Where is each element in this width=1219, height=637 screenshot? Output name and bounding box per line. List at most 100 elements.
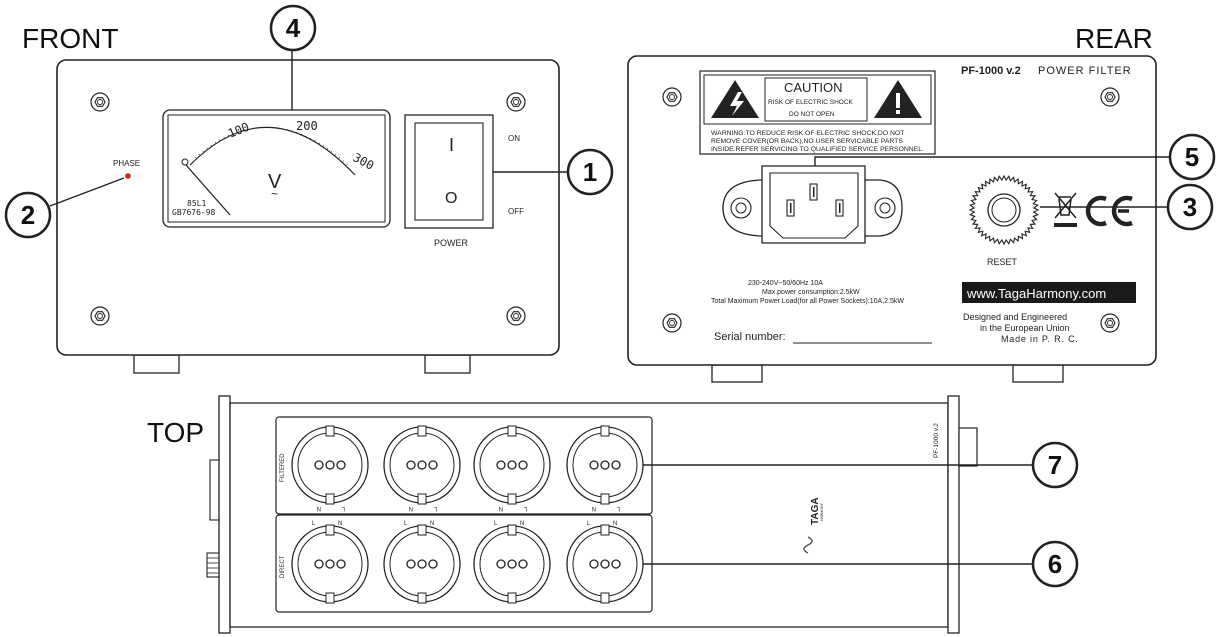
switch-on-label: ON <box>508 134 520 143</box>
top-view: FILTERED DIRECT L N L N L N L N L N L N … <box>206 395 978 634</box>
caution-label: CAUTION RISK OF ELECTRIC SHOCK DO NOT OP… <box>699 70 936 155</box>
phase-led <box>125 173 131 179</box>
rear-foot-left <box>711 364 763 383</box>
warning-line3: INSIDE.REFER SERVICING TO QUALIFIED SERV… <box>711 146 924 153</box>
screw-icon <box>662 87 682 107</box>
top-inlet-side <box>958 427 978 467</box>
callout-number: 2 <box>21 200 35 230</box>
rear-title: POWER FILTER <box>1038 65 1132 77</box>
serial-label: Serial number: <box>714 331 786 343</box>
l-marker: L <box>341 505 345 511</box>
brand-text: TAGA <box>810 497 821 525</box>
l-marker: L <box>433 505 437 511</box>
front-foot-left <box>133 354 180 374</box>
callout-number: 6 <box>1048 549 1062 579</box>
iec-power-inlet <box>722 165 903 244</box>
screw-icon <box>1100 87 1120 107</box>
ce-mark-icon <box>1085 195 1133 227</box>
rear-foot-right <box>1012 364 1064 383</box>
top-model-label: PF-1000 v.2 <box>933 423 940 458</box>
switch-off-label: OFF <box>508 207 524 216</box>
filtered-socket[interactable] <box>291 425 369 505</box>
callout-5: 5 <box>1168 133 1216 181</box>
callout-number: 7 <box>1048 450 1062 480</box>
phase-label: PHASE <box>113 159 140 168</box>
n-marker: N <box>430 521 434 527</box>
website-banner <box>962 282 1136 303</box>
n-marker: N <box>409 505 413 511</box>
designed-line1: Designed and Engineered <box>963 312 1067 322</box>
n-marker: N <box>317 505 321 511</box>
switch-on-symbol: I <box>449 135 454 155</box>
rating-line3: Total Maximum Power Load(for all Power S… <box>711 298 904 305</box>
direct-socket[interactable] <box>291 524 369 604</box>
screw-icon <box>506 92 526 112</box>
switch-off-symbol: O <box>445 190 457 207</box>
callout-leaders <box>49 48 1170 565</box>
direct-label: DIRECT <box>280 555 286 578</box>
top-label: TOP <box>147 417 204 448</box>
power-switch[interactable]: I O <box>404 114 494 229</box>
screw-icon <box>506 306 526 326</box>
taga-logo: TAGA HARMONY <box>803 497 824 554</box>
screw-icon <box>662 313 682 333</box>
callout-7: 7 <box>1031 441 1079 489</box>
n-marker: N <box>338 521 342 527</box>
callout-number: 1 <box>583 157 597 187</box>
meter-model-line2: GB7676-98 <box>172 208 216 217</box>
n-marker: N <box>499 505 503 511</box>
rear-model: PF-1000 v.2 <box>961 65 1021 77</box>
filtered-socket[interactable] <box>473 425 551 505</box>
meter-unit-ac: ~ <box>271 187 278 201</box>
callout-number: 4 <box>286 13 301 43</box>
filtered-socket[interactable] <box>566 425 644 505</box>
l-marker: L <box>494 521 498 527</box>
reset-label: RESET <box>987 257 1018 267</box>
l-marker: L <box>616 505 620 511</box>
meter-unit: V <box>268 171 282 193</box>
front-panel: PHASE 100 200 300 V ~ 85L1 GB7676-98 I O… <box>56 59 560 374</box>
direct-socket[interactable] <box>383 524 461 604</box>
callout-3: 3 <box>1166 183 1214 231</box>
filtered-socket[interactable] <box>383 425 461 505</box>
filtered-label: FILTERED <box>280 453 286 482</box>
screw-icon <box>90 306 110 326</box>
callout-number: 5 <box>1185 142 1199 172</box>
screw-icon <box>1100 313 1120 333</box>
l-marker: L <box>587 521 591 527</box>
rating-line1: 230-240V~50/60Hz 10A <box>748 280 823 287</box>
front-label: FRONT <box>22 23 118 54</box>
power-label: POWER <box>434 238 469 248</box>
n-marker: N <box>613 521 617 527</box>
designed-line2: in the European Union <box>980 323 1070 333</box>
callout-2: 2 <box>4 191 52 239</box>
reset-button[interactable] <box>968 174 1040 246</box>
meter-needle <box>185 164 231 216</box>
l-marker: L <box>312 521 316 527</box>
meter-tick-label: 200 <box>296 119 318 133</box>
caution-title: CAUTION <box>784 80 843 95</box>
l-marker: L <box>404 521 408 527</box>
warning-line2: REMOVE COVER(OR BACK),NO USER SERVICABLE… <box>711 138 903 145</box>
callout-1: 1 <box>566 148 614 196</box>
front-foot-right <box>424 354 471 374</box>
callout-number: 3 <box>1183 192 1197 222</box>
made-in-label: Made in P. R. C. <box>1001 334 1079 344</box>
voltmeter: 100 200 300 V ~ 85L1 GB7676-98 <box>162 109 391 228</box>
rear-label: REAR <box>1075 23 1153 54</box>
screw-icon <box>90 92 110 112</box>
website-text: www.TagaHarmony.com <box>966 286 1106 301</box>
direct-socket[interactable] <box>566 524 644 604</box>
l-marker: L <box>523 505 527 511</box>
warning-line1: WARNING:TO REDUCE RISK OF ELECTRIC SHOCK… <box>711 130 904 137</box>
rear-panel: PF-1000 v.2 POWER FILTER CAUTION RISK OF… <box>627 55 1157 383</box>
direct-socket[interactable] <box>473 524 551 604</box>
brand-sub-text: HARMONY <box>820 502 824 521</box>
meter-model-line1: 85L1 <box>187 199 206 208</box>
caution-line1: RISK OF ELECTRIC SHOCK <box>768 99 854 106</box>
meter-scale-arc <box>189 126 356 176</box>
caution-line2: DO NOT OPEN <box>789 111 835 118</box>
callout-4: 4 <box>269 4 317 52</box>
n-marker: N <box>592 505 596 511</box>
